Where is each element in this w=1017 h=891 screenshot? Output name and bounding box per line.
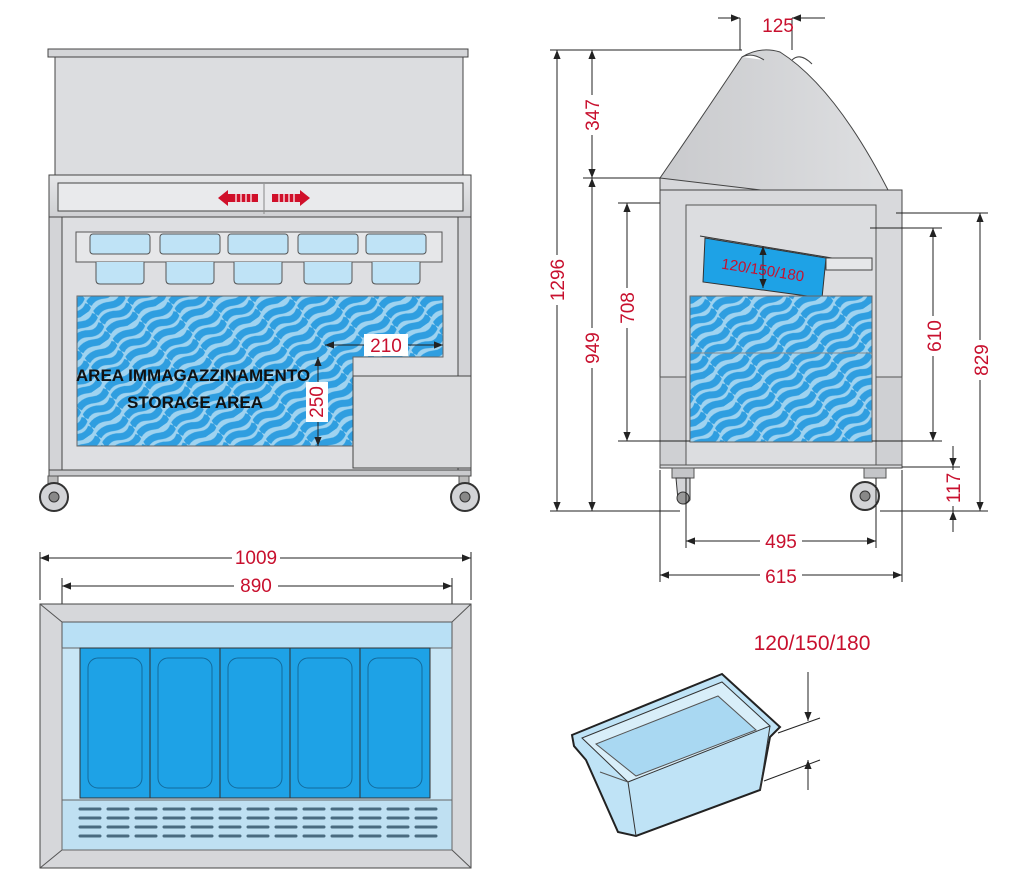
side-storage-area — [689, 295, 873, 443]
dim-counter-height: 949 — [583, 332, 604, 364]
dim-canopy-width: 125 — [762, 16, 794, 37]
glass-canopy — [47, 48, 469, 58]
front-right-caster-icon — [450, 475, 480, 512]
side-left-caster-icon — [671, 467, 695, 505]
storage-label-it: AREA IMMAGAZZINAMENTO — [76, 366, 310, 385]
front-pans-row — [75, 231, 443, 285]
top-pans — [79, 647, 431, 799]
front-storage-area — [76, 295, 444, 447]
top-vent-grille — [61, 799, 453, 851]
top-view: 1009 890 — [39, 546, 472, 869]
dim-foot-height: 117 — [944, 473, 965, 503]
dim-inner-width: 890 — [240, 576, 272, 597]
sliding-door-arrows-icon — [218, 184, 310, 214]
dim-front-height: 610 — [925, 320, 946, 352]
dim-canopy-height: 347 — [583, 99, 604, 131]
side-right-caster-icon — [850, 467, 887, 511]
dim-total-height: 1296 — [548, 259, 569, 301]
side-view: 120/150/180 125 1296 — [546, 14, 993, 588]
dim-outer-width: 1009 — [235, 548, 277, 569]
dim-step-width: 210 — [370, 336, 402, 357]
dim-depth: 615 — [765, 567, 797, 588]
dim-storage-height: 708 — [618, 292, 639, 324]
glass-panel — [54, 56, 464, 176]
dim-pan-heights: 120/150/180 — [754, 632, 871, 655]
side-canopy — [659, 49, 899, 215]
front-left-caster-icon — [39, 475, 69, 512]
pan-detail: 120/150/180 — [570, 632, 871, 838]
dim-rear-height: 829 — [972, 344, 993, 376]
front-view: AREA IMMAGAZZINAMENTO STORAGE AREA 210 2… — [39, 48, 480, 512]
dim-wheelbase: 495 — [765, 532, 797, 553]
dim-step-height: 250 — [307, 386, 328, 418]
storage-label-en: STORAGE AREA — [127, 393, 263, 412]
